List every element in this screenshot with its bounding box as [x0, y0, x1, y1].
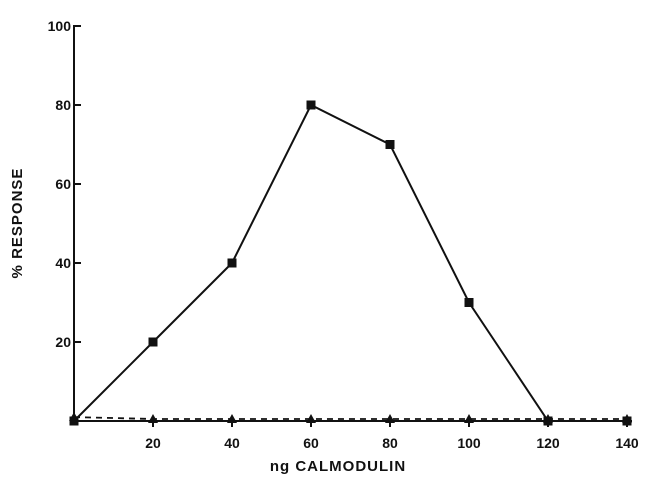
triangle-marker — [306, 414, 316, 424]
y-axis-label: % RESPONSE — [9, 168, 26, 279]
square-marker — [148, 337, 158, 347]
triangle-marker — [464, 414, 474, 424]
square-marker — [227, 258, 237, 268]
triangle-marker — [148, 414, 158, 424]
ticks: 20 40 60 80 100 20 40 60 80 100 120 140 — [48, 18, 639, 451]
x-axis-label: ng CALMODULIN — [270, 458, 406, 475]
y-tick-label: 80 — [55, 97, 71, 113]
triangle-marker — [227, 414, 237, 424]
square-marker — [464, 298, 474, 307]
series-0 — [69, 100, 632, 426]
triangle-series-line — [73, 416, 627, 420]
x-tick-label: 80 — [382, 435, 398, 451]
x-tick-label: 140 — [615, 435, 639, 451]
x-tick-label: 120 — [536, 435, 560, 451]
x-tick-label: 40 — [224, 435, 240, 451]
x-tick-label: 20 — [145, 435, 161, 451]
x-tick-label: 100 — [457, 435, 481, 451]
triangle-marker — [69, 412, 79, 422]
y-tick-label: 20 — [55, 334, 71, 350]
triangle-marker — [622, 414, 632, 424]
square-marker — [385, 140, 395, 149]
x-tick-label: 60 — [303, 435, 319, 451]
square-marker — [306, 100, 316, 110]
y-tick-label: 40 — [55, 255, 71, 271]
square-series-line — [73, 103, 627, 422]
series-1 — [69, 412, 632, 424]
triangle-marker — [543, 414, 553, 424]
y-tick-label: 60 — [55, 176, 71, 192]
axes — [73, 26, 632, 422]
y-tick-label: 100 — [48, 18, 72, 34]
triangle-marker — [385, 414, 395, 424]
series — [69, 100, 632, 426]
